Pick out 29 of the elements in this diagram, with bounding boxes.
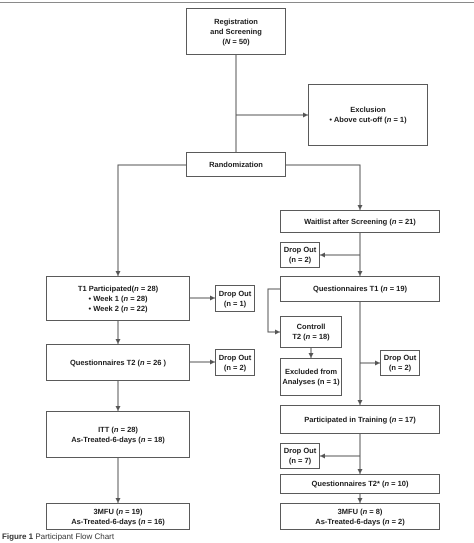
arrow bbox=[190, 296, 216, 300]
arrow bbox=[190, 360, 216, 364]
process-box bbox=[280, 405, 440, 434]
arrow bbox=[116, 320, 120, 344]
process-box bbox=[46, 344, 190, 381]
process-box bbox=[186, 8, 286, 55]
arrow bbox=[358, 494, 362, 504]
process-box bbox=[280, 503, 440, 530]
process-box bbox=[186, 152, 286, 177]
arrow bbox=[116, 164, 186, 276]
process-box bbox=[280, 358, 342, 396]
process-box bbox=[280, 276, 440, 302]
process-box bbox=[46, 276, 190, 321]
process-box bbox=[46, 411, 190, 458]
arrow bbox=[358, 434, 362, 474]
process-box bbox=[280, 316, 342, 348]
arrow bbox=[308, 348, 314, 358]
process-box bbox=[280, 474, 440, 494]
arrow bbox=[116, 458, 120, 504]
arrow bbox=[358, 232, 362, 276]
arrow bbox=[236, 54, 308, 118]
arrow bbox=[358, 302, 362, 406]
arrow bbox=[268, 288, 280, 334]
process-box bbox=[280, 210, 440, 233]
figure-caption: Figure 1 Participant Flow Chart bbox=[2, 532, 114, 542]
arrow bbox=[286, 164, 362, 210]
process-box bbox=[46, 503, 190, 530]
arrow bbox=[116, 380, 120, 412]
process-box bbox=[308, 84, 428, 146]
